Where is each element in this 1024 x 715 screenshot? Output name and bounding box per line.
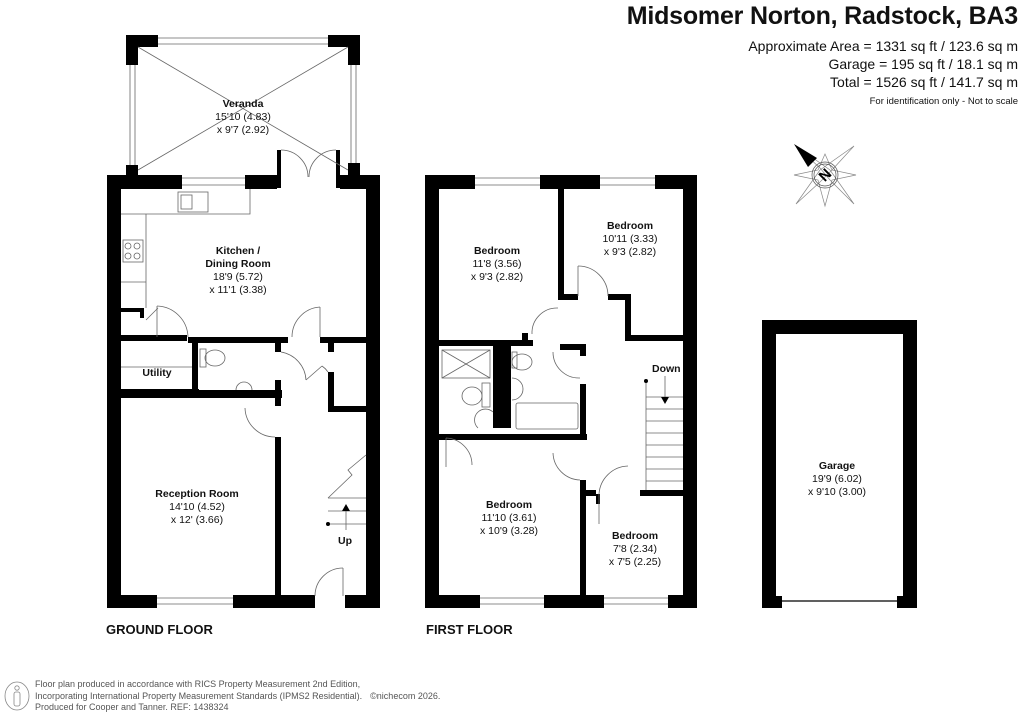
disclaimer-text: For identification only - Not to scale [869,96,1018,107]
room-dim: x 12' (3.66) [170,514,224,526]
room-bedroom-2: Bedroom 10'11 (3.33) x 9'3 (2.82) [603,220,658,259]
room-name: Dining Room [205,258,271,270]
room-reception: Reception Room 14'10 (4.52) x 12' (3.66) [155,488,238,527]
property-title: Midsomer Norton, Radstock, BA3 [626,2,1018,30]
room-dim: x 10'9 (3.28) [479,525,539,537]
room-veranda: Veranda 15'10 (4.83) x 9'7 (2.92) [215,98,271,137]
room-dim: 15'10 (4.83) [215,111,271,123]
room-dim: 19'9 (6.02) [812,473,862,485]
room-kitchen-dining: Kitchen / Dining Room 18'9 (5.72) x 11'1… [205,245,270,297]
room-dim: x 9'10 (3.00) [807,486,867,498]
footer-text: Floor plan produced in accordance with R… [35,679,440,714]
footer-line-2: Incorporating International Property Mea… [35,690,363,701]
room-dim: x 9'3 (2.82) [603,246,657,258]
total-area-text: Total = 1526 sq ft / 141.7 sq m [830,74,1018,90]
room-name: Kitchen / [215,245,261,257]
north-compass-icon: N [793,144,857,208]
stairs-up-label: Up [338,535,352,547]
approximate-area-text: Approximate Area = 1331 sq ft / 123.6 sq… [748,38,1018,54]
room-bedroom-3: Bedroom 11'10 (3.61) x 10'9 (3.28) [480,499,538,538]
copyright-text: ©nichecom 2026. [370,690,441,701]
room-dim: 11'8 (3.56) [472,258,522,270]
room-dim: 10'11 (3.33) [602,233,658,245]
room-name: Utility [142,367,172,379]
room-name: Bedroom [485,499,533,511]
room-name: Bedroom [606,220,654,232]
ground-floor-label: GROUND FLOOR [106,622,213,637]
footer-line-1: Floor plan produced in accordance with R… [35,679,361,689]
room-name: Veranda [222,98,264,110]
first-floor-label: FIRST FLOOR [426,622,513,637]
room-dim: x 7'5 (2.25) [608,556,662,568]
room-name: Bedroom [611,530,659,542]
room-dim: x 9'7 (2.92) [216,124,270,136]
room-name: Bedroom [473,245,521,257]
room-dim: 14'10 (4.52) [169,501,225,513]
room-bedroom-1: Bedroom 11'8 (3.56) x 9'3 (2.82) [471,245,523,284]
info-person-icon [4,681,30,711]
room-dim: x 11'1 (3.38) [209,284,267,296]
room-dim: 11'10 (3.61) [481,512,537,524]
room-bedroom-4: Bedroom 7'8 (2.34) x 7'5 (2.25) [609,530,661,569]
room-dim: 18'9 (5.72) [213,271,263,283]
room-dim: x 9'3 (2.82) [470,271,524,283]
stairs-down-label: Down [652,363,681,375]
room-name: Garage [818,460,856,472]
room-name: Reception Room [155,488,239,500]
footer-line-3: Produced for Cooper and Tanner. REF: 143… [35,702,229,712]
room-dim: 7'8 (2.34) [612,543,658,555]
room-utility: Utility [142,367,171,380]
room-garage: Garage 19'9 (6.02) x 9'10 (3.00) [808,460,866,499]
garage-area-text: Garage = 195 sq ft / 18.1 sq m [828,56,1019,72]
